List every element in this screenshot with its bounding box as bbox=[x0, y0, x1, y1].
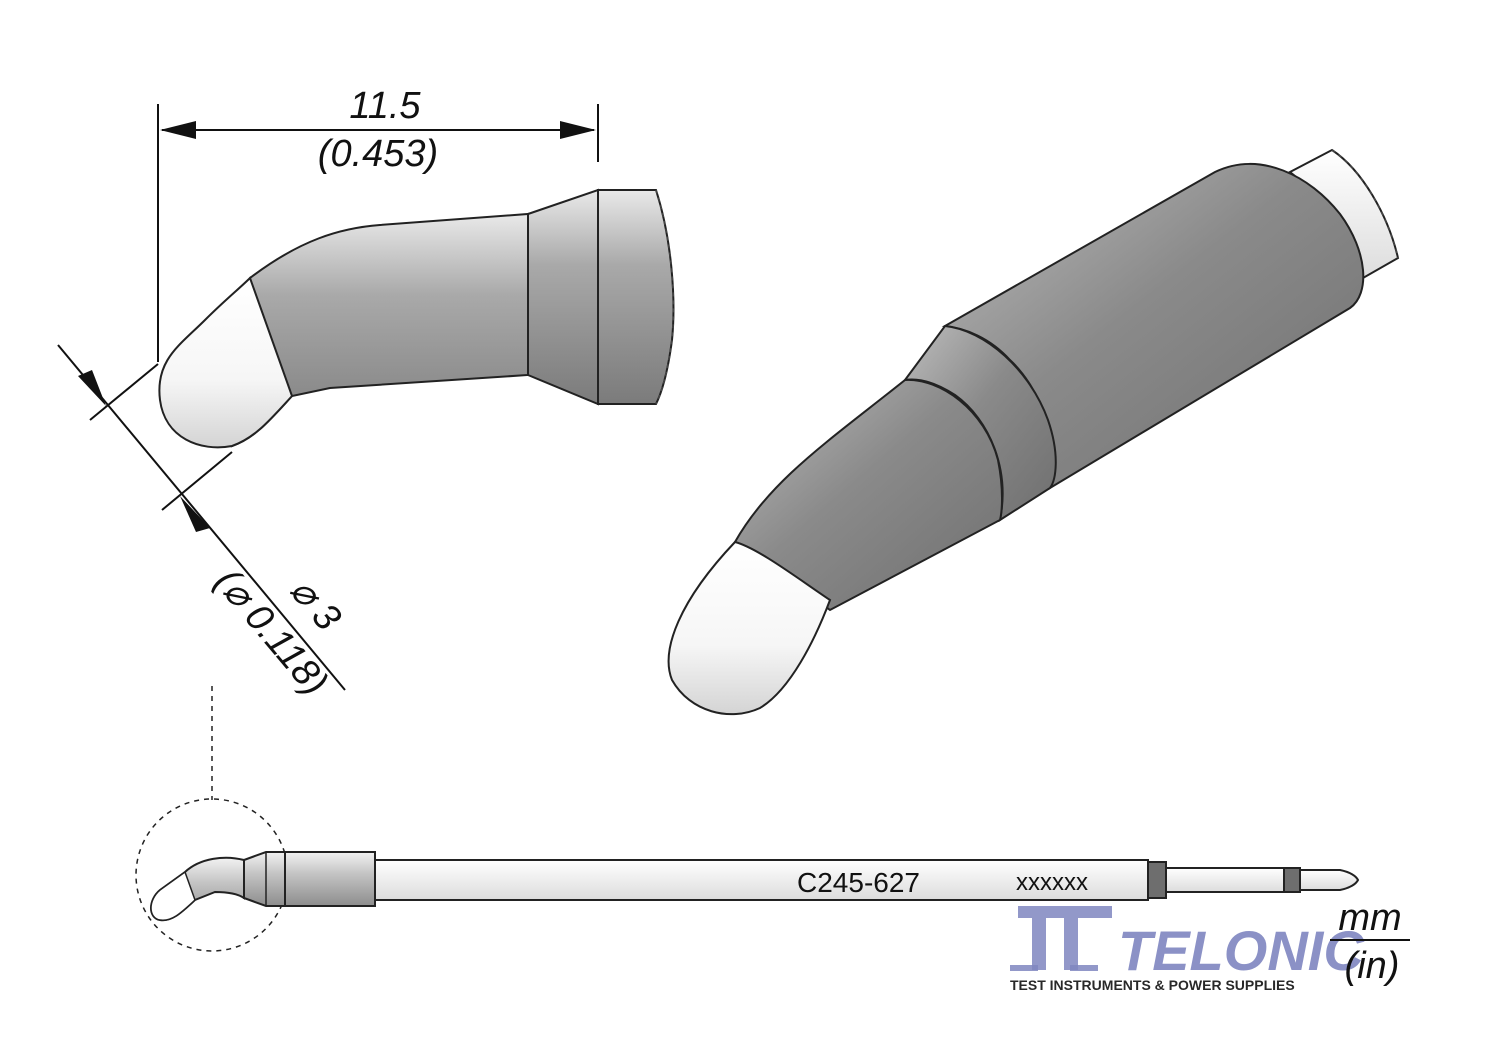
rod-end-pin bbox=[1299, 869, 1360, 891]
tip-3d-tinned-tip bbox=[667, 540, 832, 716]
serial-placeholder-label: xxxxxx bbox=[1016, 869, 1088, 896]
length-in-label: (0.453) bbox=[318, 133, 438, 175]
length-dimension: 11.5 (0.453) bbox=[157, 85, 599, 362]
units-secondary-label: (in) bbox=[1345, 945, 1400, 987]
tip-side-collar bbox=[527, 188, 599, 406]
units-primary-label: mm bbox=[1338, 897, 1401, 939]
rod-thin-section bbox=[1165, 867, 1285, 893]
telonic-logo-mark bbox=[1010, 906, 1112, 971]
rod-band-2 bbox=[1283, 867, 1301, 893]
length-mm-label: 11.5 bbox=[349, 85, 421, 127]
tip-side-tinned-tip bbox=[158, 276, 294, 449]
full-tip-view: C245-627 xxxxxx bbox=[135, 686, 1360, 952]
telonic-logo: TELONIC TEST INSTRUMENTS & POWER SUPPLIE… bbox=[1010, 906, 1365, 993]
units-legend: mm (in) bbox=[1330, 897, 1410, 987]
tip-3d-ring bbox=[902, 324, 1057, 523]
rod-band-1 bbox=[1147, 861, 1167, 899]
tip-3d-view bbox=[667, 148, 1400, 716]
telonic-brand-text: TELONIC bbox=[1118, 919, 1365, 982]
tip-sleeve bbox=[284, 851, 376, 907]
tip-collar bbox=[243, 851, 286, 907]
tip-side-view bbox=[158, 188, 675, 449]
tip-side-end bbox=[597, 189, 675, 405]
part-number-label: C245-627 bbox=[797, 867, 920, 898]
telonic-tagline-text: TEST INSTRUMENTS & POWER SUPPLIES bbox=[1010, 977, 1295, 993]
